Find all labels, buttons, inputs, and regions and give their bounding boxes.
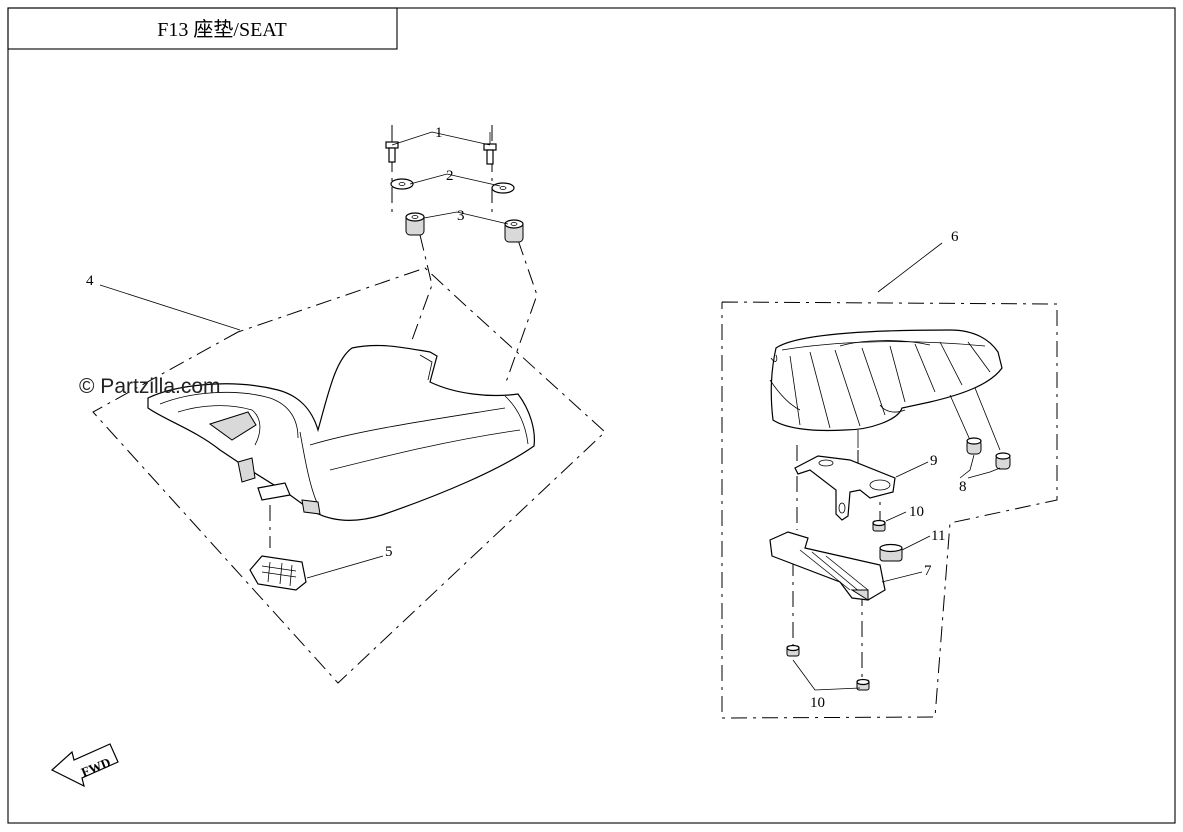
grommet-right	[504, 219, 524, 243]
callout-9: 9	[930, 453, 938, 469]
seat-lock-bracket	[249, 555, 307, 591]
watermark: © Partzilla.com	[79, 375, 221, 398]
leader-4	[99, 284, 241, 331]
leader-8a	[959, 454, 975, 479]
callout-5: 5	[385, 544, 393, 560]
title-box	[7, 7, 398, 50]
front-seat-boundary	[92, 267, 606, 684]
leader-11	[901, 535, 931, 551]
leader-2	[409, 173, 501, 187]
callout-11: 11	[931, 528, 945, 544]
spacer	[879, 543, 903, 562]
callout-6: 6	[951, 229, 959, 245]
bolt-right	[483, 132, 497, 165]
rear-seat	[769, 329, 1003, 448]
callout-10-lower: 10	[810, 695, 825, 711]
front-seat-group	[92, 125, 606, 684]
callout-1: 1	[435, 125, 443, 141]
diagram-border	[7, 7, 1176, 824]
leader-3	[423, 211, 509, 225]
diagram-title: F13 座垫/SEAT	[157, 18, 286, 41]
axis-grommet-8a	[949, 394, 971, 441]
bolt-left	[385, 130, 399, 163]
washer-right	[491, 182, 515, 194]
leader-9	[895, 461, 929, 478]
callout-3: 3	[457, 208, 465, 224]
leader-6	[877, 242, 943, 293]
front-seat	[147, 344, 535, 521]
nut-lower-left	[786, 644, 800, 657]
leader-8b	[967, 467, 1001, 479]
callout-4: 4	[86, 273, 94, 289]
leader-10-upper	[885, 511, 907, 522]
fwd-arrow-icon: FWD	[50, 743, 119, 788]
axis-grommet-8b	[974, 387, 1001, 451]
callout-8: 8	[959, 479, 967, 495]
rear-seat-group	[721, 242, 1058, 719]
washer-left	[390, 178, 414, 190]
leader-5	[306, 555, 384, 579]
leader-7	[881, 571, 923, 583]
rear-grommet-left	[966, 437, 982, 455]
callout-7: 7	[924, 563, 932, 579]
under-cover	[769, 531, 886, 601]
callout-2: 2	[446, 168, 454, 184]
nut-lower-right	[856, 678, 870, 691]
axis-right-to-seat	[504, 239, 538, 386]
leader-1	[391, 131, 491, 146]
axis-left-to-seat	[411, 234, 433, 341]
grommet-left	[405, 212, 425, 236]
seat-hook	[257, 482, 291, 501]
rear-grommet-right	[995, 452, 1011, 470]
rear-bracket	[794, 455, 896, 521]
callout-10-upper: 10	[909, 504, 924, 520]
nut-upper	[872, 519, 886, 532]
leader-10-lower	[792, 659, 861, 691]
